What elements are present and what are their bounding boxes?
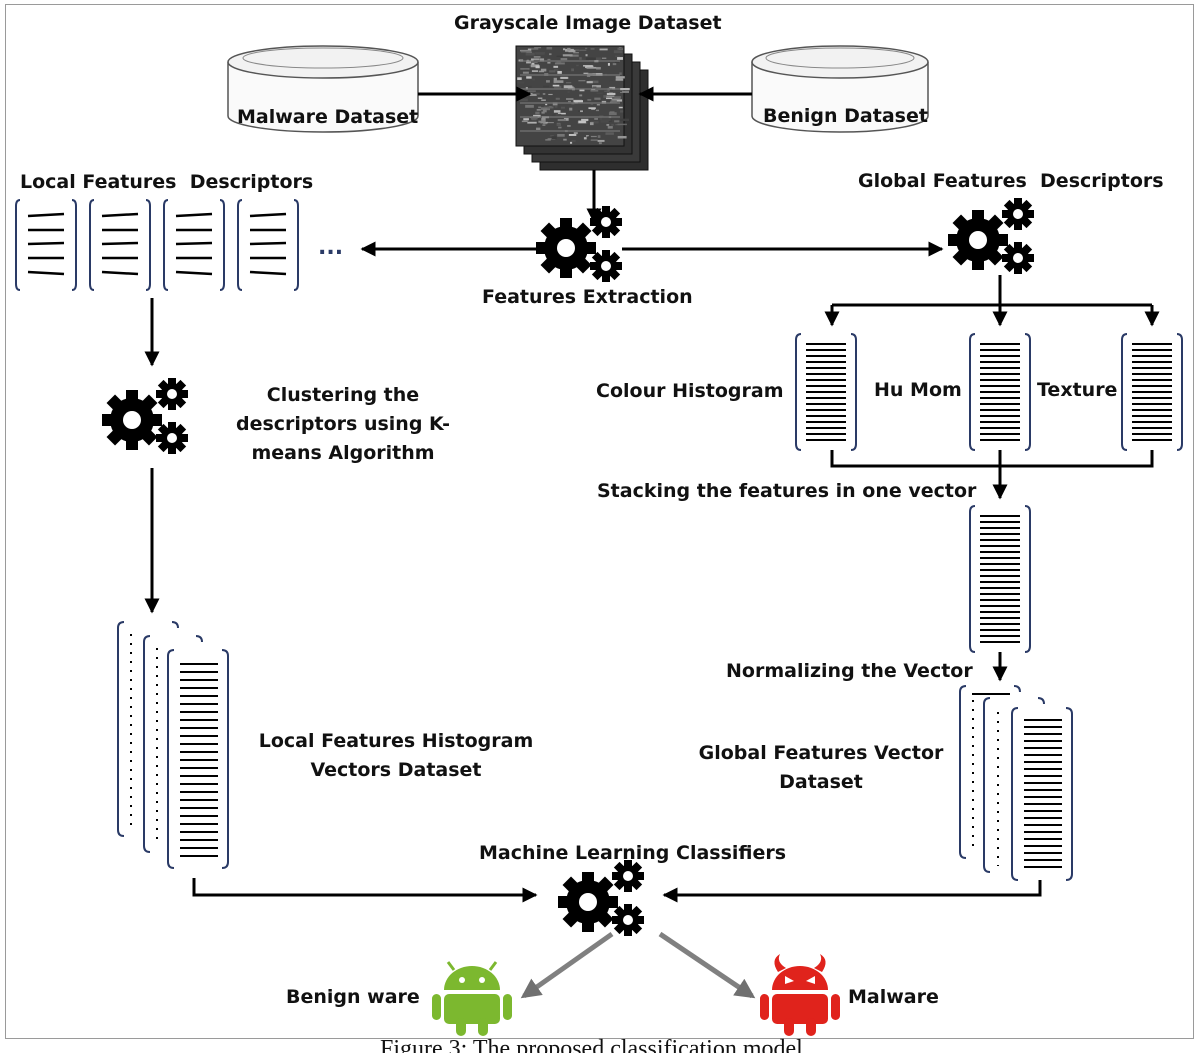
benign-database-icon [751, 45, 929, 133]
malware-database-icon [227, 45, 419, 133]
local-descriptor-ellipsis: ... [318, 235, 343, 260]
benign-output-label: Benign ware [286, 986, 420, 1008]
local-descriptors-header: Local Features Descriptors [20, 171, 314, 193]
stacked-feature-vector [969, 505, 1031, 653]
arrow-to-malware-output [658, 931, 756, 999]
stacking-label: Stacking the features in one vector [597, 480, 977, 502]
local-histogram-dataset-label: Local Features Histogram Vectors Dataset [258, 730, 534, 781]
feature-label-texture: Texture [1037, 379, 1118, 401]
classifiers-label: Machine Learning Classifiers [479, 842, 787, 864]
feature-label-colour-histogram: Colour Histogram [596, 380, 784, 402]
malware-output-label: Malware [848, 986, 939, 1008]
colour-histogram-vector [795, 333, 857, 451]
texture-vector [1121, 333, 1183, 451]
arrow-to-benign-output [520, 931, 614, 999]
features-extraction-label: Features Extraction [482, 286, 693, 308]
malware-dataset-label: Malware Dataset [237, 106, 419, 128]
normalizing-label: Normalizing the Vector [726, 660, 973, 682]
feature-merge-bar [830, 450, 1154, 468]
benign-dataset-label: Benign Dataset [763, 105, 928, 127]
local-histogram-stack-icon [117, 621, 229, 869]
figure-caption: Figure 3: The proposed classification mo… [380, 1036, 803, 1053]
global-vector-dataset-label: Global Features Vector Dataset [698, 742, 944, 793]
hu-moments-vector [969, 333, 1031, 451]
figure-border [5, 4, 1194, 1039]
arrow-local-to-classifiers [192, 878, 538, 903]
arrow-global-to-classifiers [662, 880, 1042, 903]
global-descriptors-header: Global Features Descriptors [858, 170, 1164, 192]
clustering-label: Clustering the descriptors using K-means… [235, 384, 451, 464]
android-benign-icon [432, 961, 512, 1036]
global-vector-stack-icon [959, 685, 1073, 881]
android-malware-icon [760, 954, 840, 1036]
feature-label-hu-mom: Hu Mom [874, 379, 962, 401]
grayscale-image-stack-icon [515, 45, 649, 171]
grayscale-dataset-title: Grayscale Image Dataset [454, 12, 722, 34]
